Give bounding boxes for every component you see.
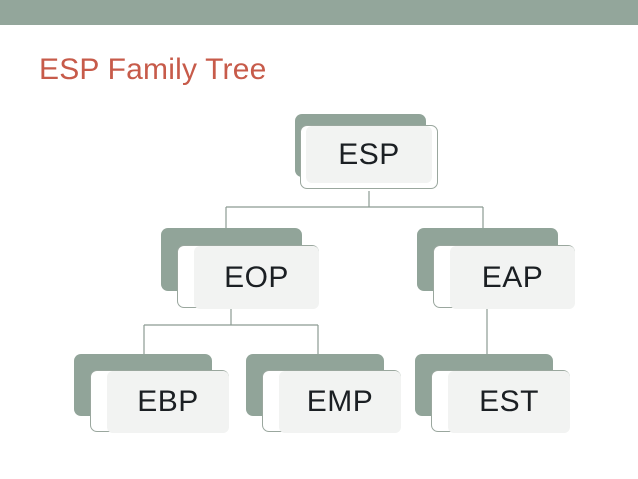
node-emp-fill: EMP bbox=[279, 371, 401, 433]
node-esp-card: ESP bbox=[300, 125, 438, 189]
page-title: ESP Family Tree bbox=[39, 53, 267, 86]
node-ebp-fill: EBP bbox=[107, 371, 229, 433]
node-est-card: EST bbox=[431, 370, 570, 433]
node-esp-fill: ESP bbox=[306, 126, 432, 183]
node-eap-card: EAP bbox=[433, 245, 575, 309]
node-esp-label: ESP bbox=[338, 137, 400, 171]
node-emp-card: EMP bbox=[262, 370, 401, 433]
node-eop-card: EOP bbox=[177, 245, 319, 309]
node-est-label: EST bbox=[479, 385, 539, 418]
node-ebp-card: EBP bbox=[90, 370, 229, 433]
node-est-fill: EST bbox=[448, 371, 570, 433]
top-accent-band bbox=[0, 0, 638, 25]
node-eap-fill: EAP bbox=[450, 246, 575, 309]
node-emp-label: EMP bbox=[306, 385, 374, 418]
node-eop-fill: EOP bbox=[194, 246, 319, 309]
node-ebp-label: EBP bbox=[137, 385, 199, 418]
node-eap-label: EAP bbox=[481, 260, 544, 294]
node-eop-label: EOP bbox=[224, 260, 289, 294]
